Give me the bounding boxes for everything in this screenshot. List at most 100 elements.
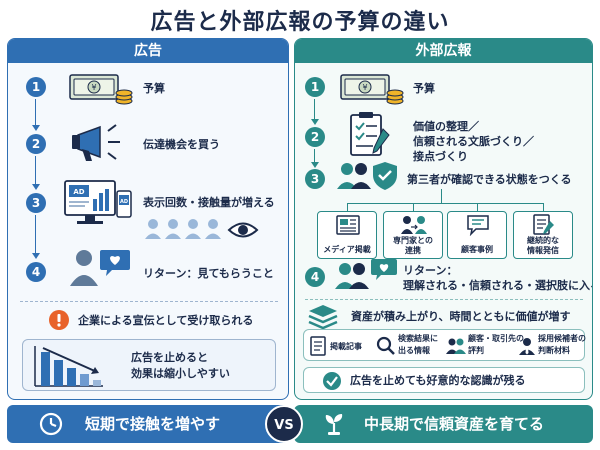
ad-step-2-number: 2 — [26, 134, 46, 154]
ad-step-1-number: 1 — [26, 77, 46, 97]
pr-step-1-text: 予算 — [413, 82, 435, 95]
pr-card-case-label: 顧客事例 — [461, 245, 493, 254]
svg-text:¥: ¥ — [362, 83, 367, 92]
ad-step-4-number: 4 — [26, 262, 46, 282]
pr-divider — [305, 299, 583, 300]
monitor-ad-icon: AD AD — [64, 180, 132, 224]
ad-result-text-1: 広告を止めると — [131, 351, 208, 364]
pr-panel: 外部広報 1 ¥ 予算 2 価値の整理／ 信頼される文脈づくり／ 接点づくり 3 — [294, 38, 593, 400]
pr-step-2-number: 2 — [305, 127, 325, 147]
ad-connector-3 — [35, 215, 36, 255]
pr-asset-2-label-1: 検索結果に — [398, 334, 438, 343]
pr-asset-4-label-2: 判断材料 — [538, 346, 570, 355]
pr-card-continuous-label-1: 継続的な — [527, 236, 559, 245]
pr-bottom-banner: 中長期で信頼資産を育てる — [294, 405, 593, 443]
pr-bottom-text: 中長期で信頼資産を育てる — [364, 415, 545, 433]
checklist-icon — [350, 112, 390, 156]
clock-icon — [39, 412, 63, 436]
pr-tree-leg-4 — [543, 203, 544, 211]
pr-connector-2 — [314, 149, 315, 163]
ad-result-text-2: 効果は縮小しやすい — [131, 367, 230, 380]
money-icon: ¥ — [69, 74, 133, 105]
ad-badge-monitor: AD — [73, 188, 84, 196]
pr-asset-1-label: 掲載記事 — [330, 342, 362, 351]
ad-connector-2 — [35, 156, 36, 186]
pr-card-expert-label-1: 専門家との — [393, 236, 433, 245]
pr-step-1-number: 1 — [305, 77, 325, 97]
pr-card-media-label: メディア掲載 — [323, 245, 371, 254]
ad-panel-header: 広告 — [8, 39, 288, 63]
expert-collaboration-icon — [401, 216, 427, 234]
ad-arrow-1 — [32, 125, 40, 131]
document-edit-icon — [533, 214, 554, 235]
audience-eye-icon — [145, 219, 259, 239]
pr-card-expert-label: 専門家との 連携 — [384, 236, 442, 256]
money-icon: ¥ — [340, 74, 404, 105]
stacked-layers-icon — [308, 305, 338, 330]
pr-step-2-text-1: 価値の整理／ — [413, 120, 479, 133]
pr-card-continuous: 継続的な 情報発信 — [513, 211, 573, 259]
ad-bottom-text: 短期で接触を増やす — [85, 415, 221, 433]
pr-card-case: 顧客事例 — [447, 211, 507, 259]
people-shield-icon — [337, 162, 397, 190]
ad-step-2-text: 伝達機会を買う — [143, 138, 220, 151]
pr-arrow-1 — [311, 119, 319, 125]
ad-warning-text: 企業による宣伝として受け取られる — [78, 314, 254, 327]
ad-step-1-text: 予算 — [143, 82, 165, 95]
pr-card-expert-label-2: 連携 — [405, 246, 421, 255]
pr-tree-branch — [347, 203, 543, 204]
candidate-icon — [519, 338, 535, 355]
pr-step-4-text-2: 理解される・信頼される・選択肢に入る — [403, 279, 593, 292]
person-heart-icon — [70, 250, 130, 286]
vs-badge: VS — [265, 405, 303, 443]
pr-connector-1 — [314, 99, 315, 121]
pr-asset-2-label-2: 出る情報 — [398, 346, 430, 355]
ad-step-4-text: リターン：見てもらうこと — [143, 267, 274, 280]
people-heart-icon — [335, 259, 397, 289]
pr-final-box: 広告を止めても好意的な認識が残る — [303, 367, 585, 393]
pr-card-continuous-label-2: 情報発信 — [527, 246, 559, 255]
ad-panel: 広告 1 ¥ 予算 2 伝達機会を買う 3 AD — [7, 38, 289, 400]
warning-icon — [49, 310, 69, 330]
pr-step-4-text-1: リターン： — [403, 264, 458, 277]
megaphone-icon — [72, 124, 120, 161]
pr-arrow-2 — [311, 162, 319, 168]
ad-arrow-2 — [32, 184, 40, 190]
pr-asset-3-label-2: 評判 — [468, 346, 484, 355]
svg-text:¥: ¥ — [91, 83, 96, 92]
ad-result-box: 広告を止めると 効果は縮小しやすい — [22, 339, 276, 391]
pr-tree-stem — [441, 189, 442, 203]
pr-card-continuous-label: 継続的な 情報発信 — [514, 236, 572, 256]
check-circle-icon — [323, 372, 341, 390]
pr-tree-leg-3 — [477, 203, 478, 211]
customer-group-icon — [446, 338, 466, 354]
ad-badge-phone: AD — [120, 199, 128, 205]
pr-asset-3-label-1: 顧客・取引先の — [468, 334, 524, 343]
newspaper-icon — [336, 215, 360, 235]
search-icon — [376, 336, 395, 355]
pr-step-2-text-3: 接点づくり — [413, 150, 468, 163]
declining-chart-icon — [34, 346, 103, 387]
pr-assets-box: 掲載記事 検索結果に 出る情報 顧客・取引先の 評判 採用候補者の 判断材料 — [303, 329, 586, 361]
speech-bubble-icon — [467, 215, 489, 236]
pr-step-3-text: 第三者が確認できる状態をつくる — [407, 173, 572, 186]
ad-arrow-3 — [32, 253, 40, 259]
ad-bottom-banner: 短期で接触を増やす — [7, 405, 289, 443]
pr-step-2-text-2: 信頼される文脈づくり／ — [413, 135, 534, 148]
pr-accumulate-text: 資産が積み上がり、時間とともに価値が増す — [351, 310, 571, 323]
pr-card-expert: 専門家との 連携 — [383, 211, 443, 259]
pr-final-text: 広告を止めても好意的な認識が残る — [350, 374, 526, 387]
ad-step-3-text: 表示回数・接触量が増える — [143, 196, 275, 209]
pr-tree-leg-1 — [347, 203, 348, 211]
ad-step-3-number: 3 — [26, 193, 46, 213]
page-title: 広告と外部広報の予算の違い — [150, 10, 450, 35]
pr-step-4-number: 4 — [305, 267, 325, 287]
pr-panel-header: 外部広報 — [295, 39, 592, 63]
pr-card-media: メディア掲載 — [317, 211, 377, 259]
ad-divider — [20, 301, 278, 302]
ad-connector-1 — [35, 99, 36, 127]
pr-asset-4-label-1: 採用候補者の — [538, 334, 586, 343]
pr-step-3-number: 3 — [305, 169, 325, 189]
sprout-icon — [325, 414, 343, 435]
pr-tree-leg-2 — [413, 203, 414, 211]
